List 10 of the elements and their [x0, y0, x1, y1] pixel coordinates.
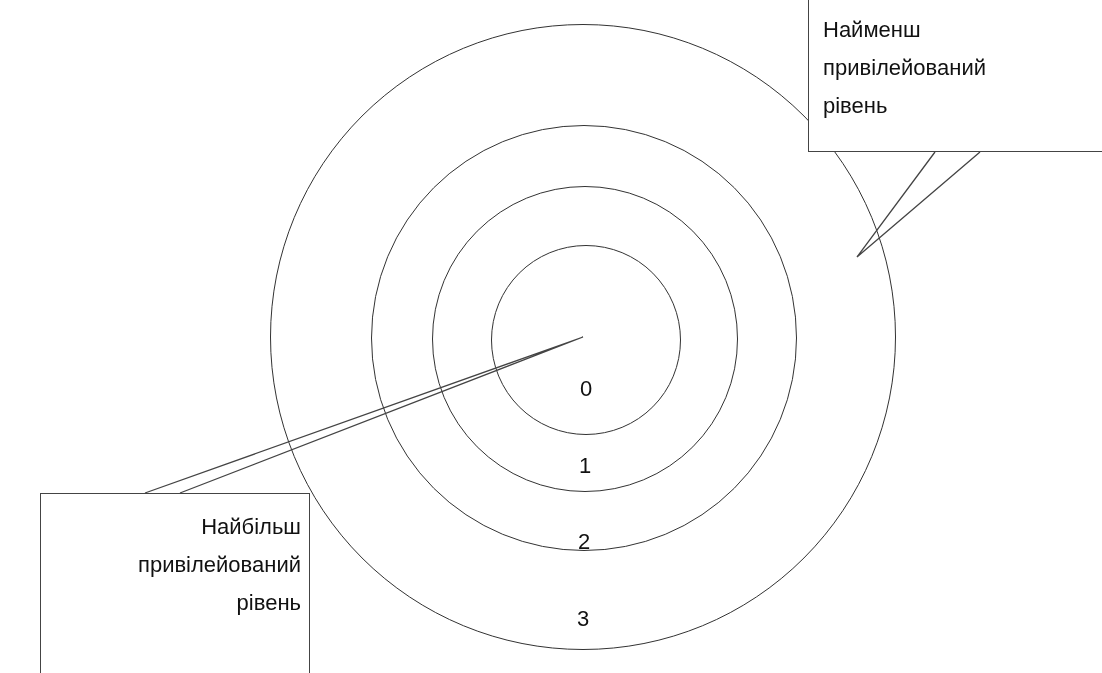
callout-text: Найбільш привілейований рівень: [137, 513, 301, 617]
level-number: 1: [578, 454, 592, 478]
level-number: 0: [579, 377, 593, 401]
callout-text: Найменш привілейований рівень: [823, 16, 987, 120]
level-number: 3: [576, 607, 590, 631]
callout-box: [40, 493, 310, 673]
leader-line: [856, 151, 981, 258]
callout-box: [808, 0, 1102, 152]
leader-line: [144, 336, 584, 494]
level-number: 2: [577, 530, 591, 554]
